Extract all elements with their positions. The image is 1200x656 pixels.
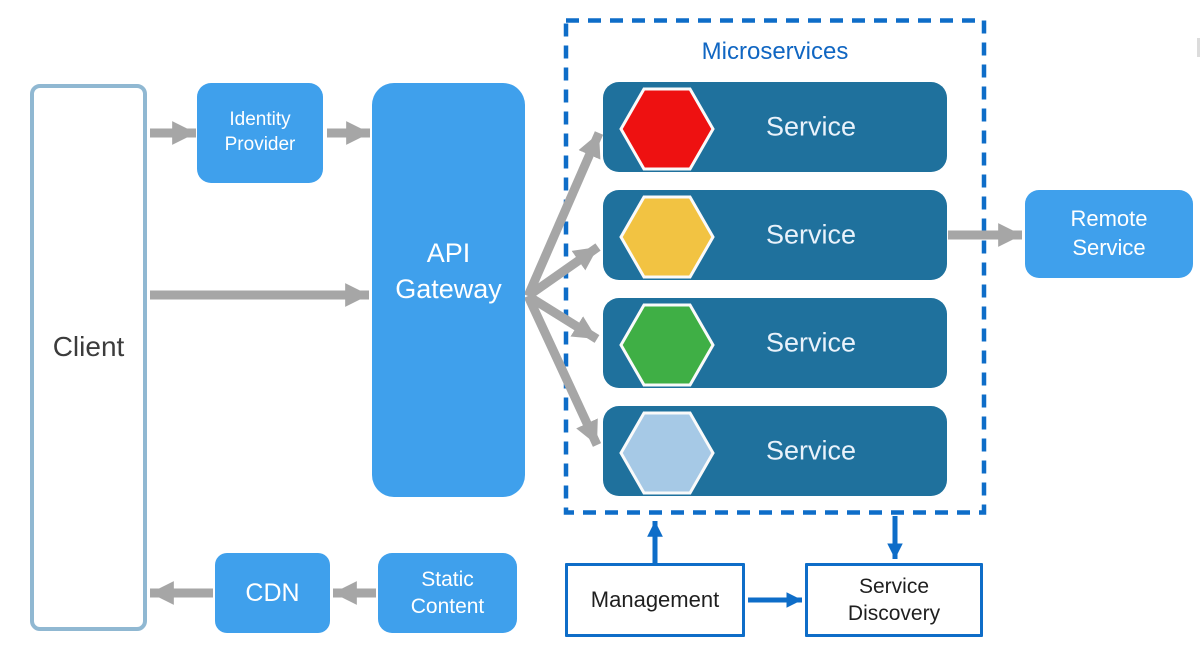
remote-service-node: Remote Service (1025, 190, 1193, 278)
service-node-4: Service (603, 406, 947, 496)
service-label: Service (765, 111, 857, 142)
service-node-3: Service (603, 298, 947, 388)
identity-provider-node: Identity Provider (197, 83, 323, 183)
service-node-1: Service (603, 82, 947, 172)
arrow-api-gateway-to-service-3 (525, 292, 600, 343)
management-node: Management (565, 563, 745, 637)
cdn-node: CDN (215, 553, 330, 633)
remote-service-label: Remote Service (1070, 206, 1148, 260)
api-gateway-node: API Gateway (372, 83, 525, 497)
arrow-api-gateway-to-service-2 (525, 243, 601, 300)
static-content-label: Static Content (410, 567, 485, 618)
service-label: Service (765, 219, 857, 250)
client-node: Client (30, 84, 147, 631)
service-node-2: Service (603, 190, 947, 280)
window-edge-artifact (1197, 38, 1200, 57)
microservices-title: Microservices (701, 38, 849, 65)
arrow-api-gateway-to-service-1 (523, 131, 604, 298)
cdn-label: CDN (245, 578, 300, 607)
management-label: Management (590, 587, 720, 612)
service-discovery-label: Service Discovery (847, 574, 941, 625)
static-content-node: Static Content (378, 553, 517, 633)
identity-provider-label: Identity Provider (224, 109, 296, 155)
client-label: Client (52, 330, 125, 362)
api-gateway-label: API Gateway (395, 237, 502, 304)
service-label: Service (765, 435, 857, 466)
service-discovery-node: Service Discovery (805, 563, 983, 637)
service-label: Service (765, 327, 857, 358)
arrow-api-gateway-to-service-4 (523, 294, 602, 447)
